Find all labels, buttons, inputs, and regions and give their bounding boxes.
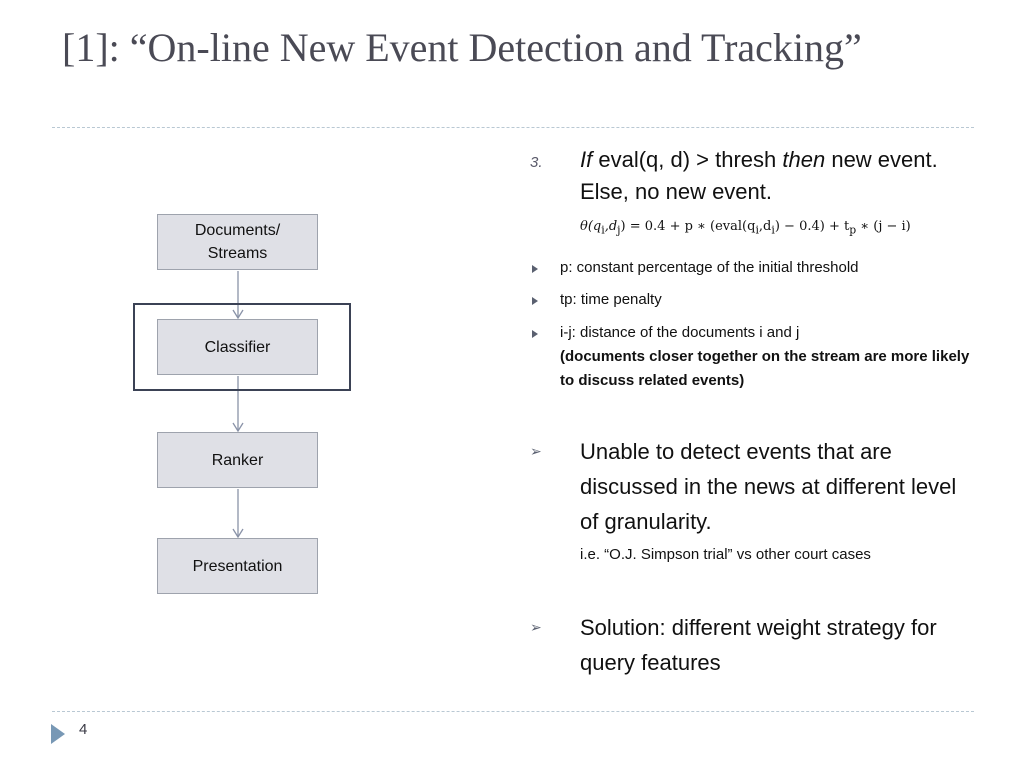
step-number: 3. (530, 154, 543, 171)
triangle-bullet-icon (532, 330, 538, 338)
step-3-text: If eval(q, d) > thresh then new event. E… (580, 144, 980, 208)
bullet-granularity: Unable to detect events that are discuss… (580, 439, 957, 534)
example-text: i.e. “O.J. Simpson trial” vs other court… (580, 546, 871, 563)
triangle-bullet-icon (532, 297, 538, 305)
bullet-solution: Solution: different weight strategy for … (580, 615, 937, 675)
footer-divider (52, 711, 974, 712)
chevron-bullet-icon: ➢ (530, 443, 542, 459)
if-word: If (580, 147, 593, 172)
sub-bullet-ij-bold: (documents closer together on the stream… (560, 348, 970, 389)
sub-bullet-p: p: constant percentage of the initial th… (560, 259, 859, 276)
slide-title: [1]: “On-line New Event Detection and Tr… (62, 25, 862, 70)
flow-box-presentation: Presentation (157, 538, 318, 594)
condition-text: eval(q, d) > thresh (592, 147, 783, 172)
flow-box-ranker: Ranker (157, 432, 318, 488)
footer-triangle-icon (51, 724, 65, 744)
title-divider (52, 127, 974, 128)
triangle-bullet-icon (532, 265, 538, 273)
classifier-highlight-frame (133, 303, 351, 391)
arrowhead-classifier (232, 309, 244, 320)
sub-bullet-ij: i-j: distance of the documents i and j (… (560, 321, 970, 393)
sub-bullet-ij-text: i-j: distance of the documents i and j (560, 324, 800, 341)
consequence-text: new event. Else, no new event. (580, 147, 938, 204)
arrowhead-ranker (232, 422, 244, 433)
page-number: 4 (79, 721, 88, 738)
flow-box-classifier: Classifier (157, 319, 318, 375)
arrowhead-presentation (232, 528, 244, 539)
flow-box-documents-streams: Documents/ Streams (157, 214, 318, 270)
threshold-formula: θ(qi,dj) = 0.4 + p ∗ (eval(qi,di) − 0.4)… (580, 219, 911, 237)
then-word: then (782, 147, 826, 172)
chevron-bullet-icon: ➢ (530, 619, 542, 635)
sub-bullet-tp: tp: time penalty (560, 291, 662, 308)
